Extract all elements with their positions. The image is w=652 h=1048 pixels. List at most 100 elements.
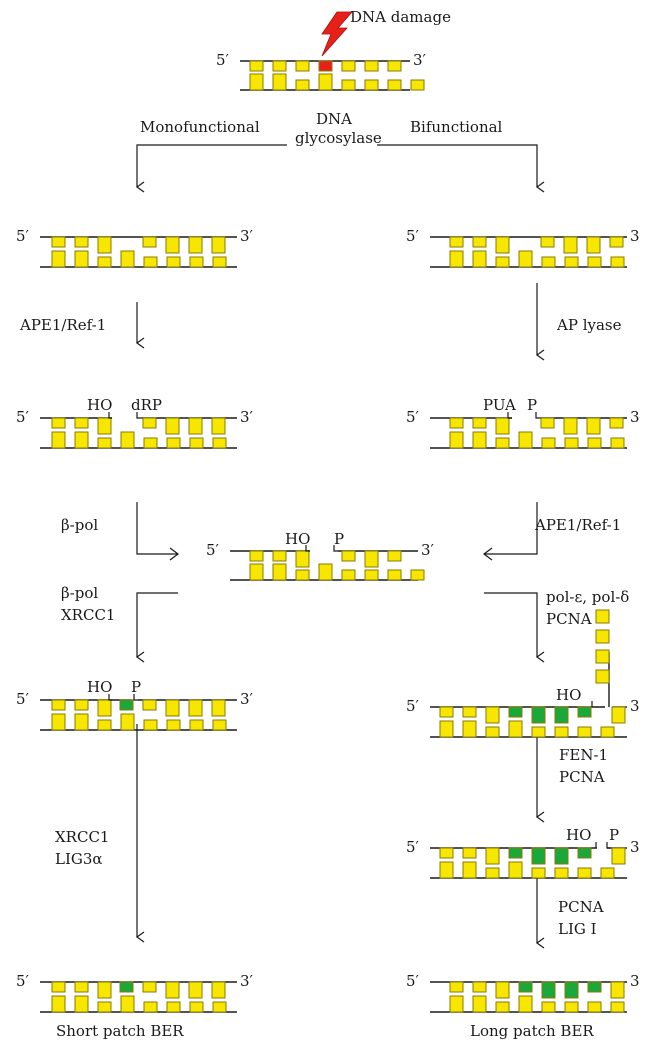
duplex-long-final-bottom-base-3 <box>518 995 533 1013</box>
duplex-short-nick-top-base-5 <box>165 699 180 717</box>
duplex-short-final-bottom-base-3 <box>120 995 135 1013</box>
beta-pol-label: β-pol <box>61 516 98 534</box>
ho-label-center: HO <box>285 530 310 548</box>
arrow-ape1-right-head <box>483 547 493 561</box>
duplex-long-flap-top-base-1 <box>462 706 477 718</box>
duplex-bi-top-base-6 <box>609 236 624 248</box>
duplex-long-final-top-base-1 <box>472 981 487 993</box>
duplex-pua-p-top-base-2 <box>495 417 510 435</box>
duplex-short-final-end3: 3′ <box>240 972 254 990</box>
duplex-long-final-top-base-3 <box>518 981 533 993</box>
duplex-short-nick-bottom-base-4 <box>143 719 158 731</box>
duplex-short-final-top-base-7 <box>211 981 226 999</box>
duplex-long-fen-top-base-0 <box>439 847 454 859</box>
duplex-pua-p-bottom-base-7 <box>610 437 625 449</box>
duplex-ho-drp-bottom-base-3 <box>120 431 135 449</box>
arrow-beta-pol <box>136 502 178 555</box>
duplex-bi-bottom-base-2 <box>495 256 510 268</box>
duplex-bi-bottom-base-0 <box>449 250 464 268</box>
duplex-long-flap-top-base-0 <box>439 706 454 718</box>
duplex-bi-bottom-base-3 <box>518 250 533 268</box>
duplex-center-top-base-1 <box>272 550 287 562</box>
xrcc1-lig-label: XRCC1 <box>55 828 109 846</box>
duplex-short-nick-top-base-7 <box>211 699 226 717</box>
duplex-mono-end5: 5′ <box>16 227 30 245</box>
duplex-ho-drp-end3: 3′ <box>240 408 254 426</box>
ape1-right-label: APE1/Ref-1 <box>534 516 621 534</box>
duplex-short-final-end5: 5′ <box>16 972 30 990</box>
duplex-pua-p-nick-left <box>507 412 512 419</box>
duplex-pua-p-top-base-4 <box>563 417 578 435</box>
duplex-long-fen-top-base-3 <box>508 847 523 859</box>
duplex-pua-p-bottom-base-1 <box>472 431 487 449</box>
pcna-label-fen: PCNA <box>559 768 605 786</box>
duplex-long-fen-p-tick <box>606 842 610 849</box>
duplex-ho-drp-bottom-base-7 <box>212 437 227 449</box>
duplex-bi-top-base-1 <box>472 236 487 248</box>
duplex-long-flap-bottom-base-1 <box>462 720 477 738</box>
duplex-damage-bottom-base-6 <box>387 79 402 91</box>
duplex-pua-p-top-base-0 <box>449 417 464 429</box>
duplex-short-final-bottom-base-6 <box>189 1001 204 1013</box>
duplex-long-final-bottom-base-5 <box>564 1001 579 1013</box>
duplex-center-bottom-base-2 <box>295 569 310 581</box>
duplex-short-nick-top-base-3 <box>119 699 134 711</box>
duplex-center-bottom-base-3 <box>318 563 333 581</box>
duplex-long-flap-bottom-base-3 <box>508 720 523 738</box>
duplex-pua-p-bottom-base-2 <box>495 437 510 449</box>
duplex-pua-p-bottom-base-6 <box>587 437 602 449</box>
duplex-ho-drp-bottom-base-0 <box>51 431 66 449</box>
duplex-short-nick-bottom-base-5 <box>166 719 181 731</box>
duplex-long-fen-bottom-base-0 <box>439 861 454 879</box>
arrow-bifunctional <box>377 144 545 193</box>
ape1-left-label: APE1/Ref-1 <box>19 316 106 334</box>
duplex-mono-top-base-4 <box>165 236 180 254</box>
duplex-long-flap-top-base-7 <box>611 706 626 724</box>
duplex-pua-p-top-base-1 <box>472 417 487 429</box>
duplex-long-fen-bottom-base-3 <box>508 861 523 879</box>
duplex-center-bottom-base-5 <box>364 569 379 581</box>
duplex-long-final-bottom-base-2 <box>495 1001 510 1013</box>
lig3a-label: LIG3α <box>55 850 103 868</box>
duplex-ho-drp-bottom-base-2 <box>97 437 112 449</box>
arrow-monofunctional <box>135 144 287 193</box>
arrow-to-long-patch <box>484 592 545 663</box>
duplex-short-final-bottom-base-1 <box>74 995 89 1013</box>
duplex-damage-end3: 3′ <box>413 51 427 69</box>
duplex-short-nick-end5: 5′ <box>16 690 30 708</box>
duplex-damage-bottom-base-3 <box>318 73 333 91</box>
duplex-bi-bottom-base-1 <box>472 250 487 268</box>
duplex-long-fen-bottom-base-7 <box>600 867 615 879</box>
duplex-ho-drp-top-base-6 <box>211 417 226 435</box>
arrow-beta-pol-head <box>169 547 179 561</box>
dna-label: DNA <box>316 110 352 128</box>
duplex-long-flap-bottom-base-6 <box>577 726 592 738</box>
duplex-damage-top-base-3 <box>318 60 333 72</box>
duplex-pua-p-bottom-base-4 <box>541 437 556 449</box>
duplex-pua-p-end5: 5′ <box>406 408 420 426</box>
pua-label: PUA <box>483 396 516 414</box>
duplex-bi-top-base-0 <box>449 236 464 248</box>
duplex-long-final-bottom-base-1 <box>472 995 487 1013</box>
duplex-pua-p-bottom-base-3 <box>518 431 533 449</box>
duplex-long-flap-bottom-base-5 <box>554 726 569 738</box>
duplex-pua-p-top-base-3 <box>540 417 555 429</box>
duplex-short-nick-top-base-0 <box>51 699 66 711</box>
p-label-fen: P <box>609 826 619 844</box>
duplex-mono-bottom-base-5 <box>166 256 181 268</box>
duplex-short-nick-bottom-base-1 <box>74 713 89 731</box>
duplex-pua-p-bottom-base-0 <box>449 431 464 449</box>
duplex-bi-top-base-3 <box>540 236 555 248</box>
duplex-center-bottom-base-6 <box>387 569 402 581</box>
duplex-short-final-bottom-base-5 <box>166 1001 181 1013</box>
duplex-mono-top-base-5 <box>188 236 203 254</box>
duplex-bi-top-base-4 <box>563 236 578 254</box>
duplex-center-nick-right <box>333 545 338 552</box>
duplex-long-flap-bottom-base-0 <box>439 720 454 738</box>
arrow-to-short-patch <box>135 592 178 663</box>
duplex-damage-bottom-base-4 <box>341 79 356 91</box>
duplex-long-flap-top-base-2 <box>485 706 500 724</box>
duplex-short-final-bottom-base-0 <box>51 995 66 1013</box>
duplex-long-flap-bottom-base-4 <box>531 726 546 738</box>
ho-label-left: HO <box>87 396 112 414</box>
